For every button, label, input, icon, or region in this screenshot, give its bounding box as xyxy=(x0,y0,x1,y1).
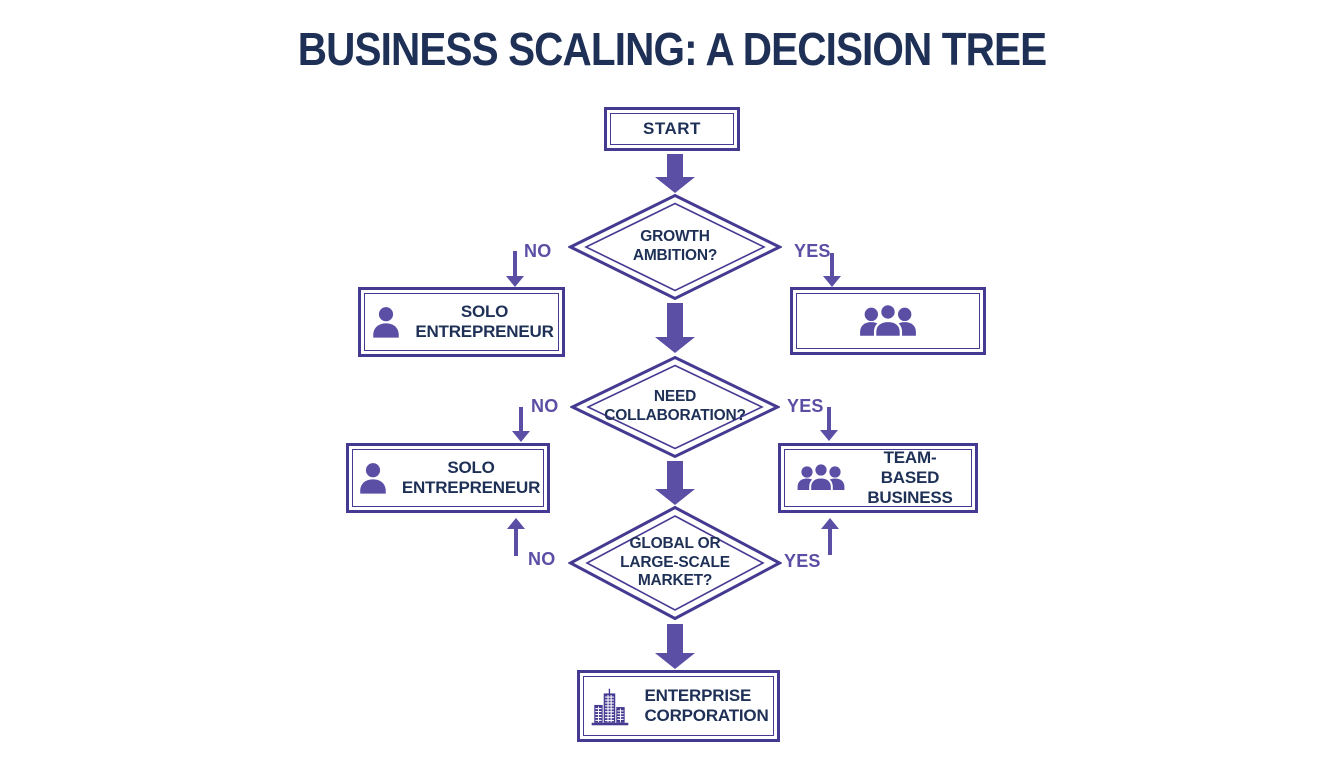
branch-no-label-3: NO xyxy=(528,549,556,569)
node-solo-entrepreneur-1-label: SOLO ENTREPRENEUR xyxy=(415,301,554,341)
node-start: START xyxy=(604,107,740,151)
node-start-inner: START xyxy=(610,113,734,145)
diamond-shape-icon xyxy=(570,355,780,459)
node-team-based-business-label: TEAM-BASED BUSINESS xyxy=(867,447,953,508)
node-solo-entrepreneur-1-inner: SOLO ENTREPRENEUR xyxy=(364,293,559,351)
person-icon xyxy=(369,303,403,341)
branch-yes-label-1: YES xyxy=(794,241,831,261)
group-icon xyxy=(795,460,847,496)
node-enterprise-corporation-inner: ENTERPRISE CORPORATION xyxy=(583,676,774,736)
diamond-shape-icon xyxy=(568,193,782,301)
arrow-down-icon xyxy=(823,253,841,287)
decision-growth-ambition-label: GROWTH AMBITION? xyxy=(632,228,718,264)
node-solo-entrepreneur-2-inner: SOLO ENTREPRENEUR xyxy=(352,449,544,507)
node-enterprise-corporation: ENTERPRISE CORPORATION xyxy=(577,670,780,742)
node-team-group-inner xyxy=(796,293,980,349)
person-icon xyxy=(356,459,390,497)
decision-global-market-label: GLOBAL OR LARGE-SCALE MARKET? xyxy=(620,535,730,590)
arrow-down-icon xyxy=(655,624,695,669)
decision-growth-ambition: GROWTH AMBITION? xyxy=(568,193,782,301)
arrow-up-icon xyxy=(821,518,839,555)
arrow-down-icon xyxy=(655,154,695,193)
arrow-down-icon xyxy=(655,303,695,353)
arrow-down-icon xyxy=(506,251,524,287)
page-title: BUSINESS SCALING: A DECISION TREE xyxy=(297,23,1047,75)
decision-need-collaboration-label: NEED COLLABORATION? xyxy=(604,388,746,424)
node-solo-entrepreneur-2-label: SOLO ENTREPRENEUR xyxy=(401,457,541,497)
branch-yes-label-3: YES xyxy=(784,551,821,571)
node-start-label: START xyxy=(643,118,701,138)
arrow-up-icon xyxy=(507,518,525,556)
branch-no-label-2: NO xyxy=(531,396,559,416)
node-team-based-business-inner: TEAM-BASED BUSINESS xyxy=(784,447,972,508)
group-icon xyxy=(857,300,919,343)
arrow-down-icon xyxy=(655,461,695,505)
arrow-down-icon xyxy=(820,407,838,441)
decision-global-market: GLOBAL OR LARGE-SCALE MARKET? xyxy=(568,505,782,621)
arrow-down-icon xyxy=(512,407,530,442)
decision-need-collaboration: NEED COLLABORATION? xyxy=(570,355,780,459)
building-icon xyxy=(588,684,632,728)
node-solo-entrepreneur-2: SOLO ENTREPRENEUR xyxy=(346,443,550,513)
node-team-group xyxy=(790,287,986,355)
node-enterprise-corporation-label: ENTERPRISE CORPORATION xyxy=(644,685,769,725)
node-team-based-business: TEAM-BASED BUSINESS xyxy=(778,443,978,513)
branch-yes-label-2: YES xyxy=(787,396,824,416)
node-solo-entrepreneur-1: SOLO ENTREPRENEUR xyxy=(358,287,565,357)
diamond-shape-icon xyxy=(568,505,782,621)
branch-no-label-1: NO xyxy=(524,241,552,261)
